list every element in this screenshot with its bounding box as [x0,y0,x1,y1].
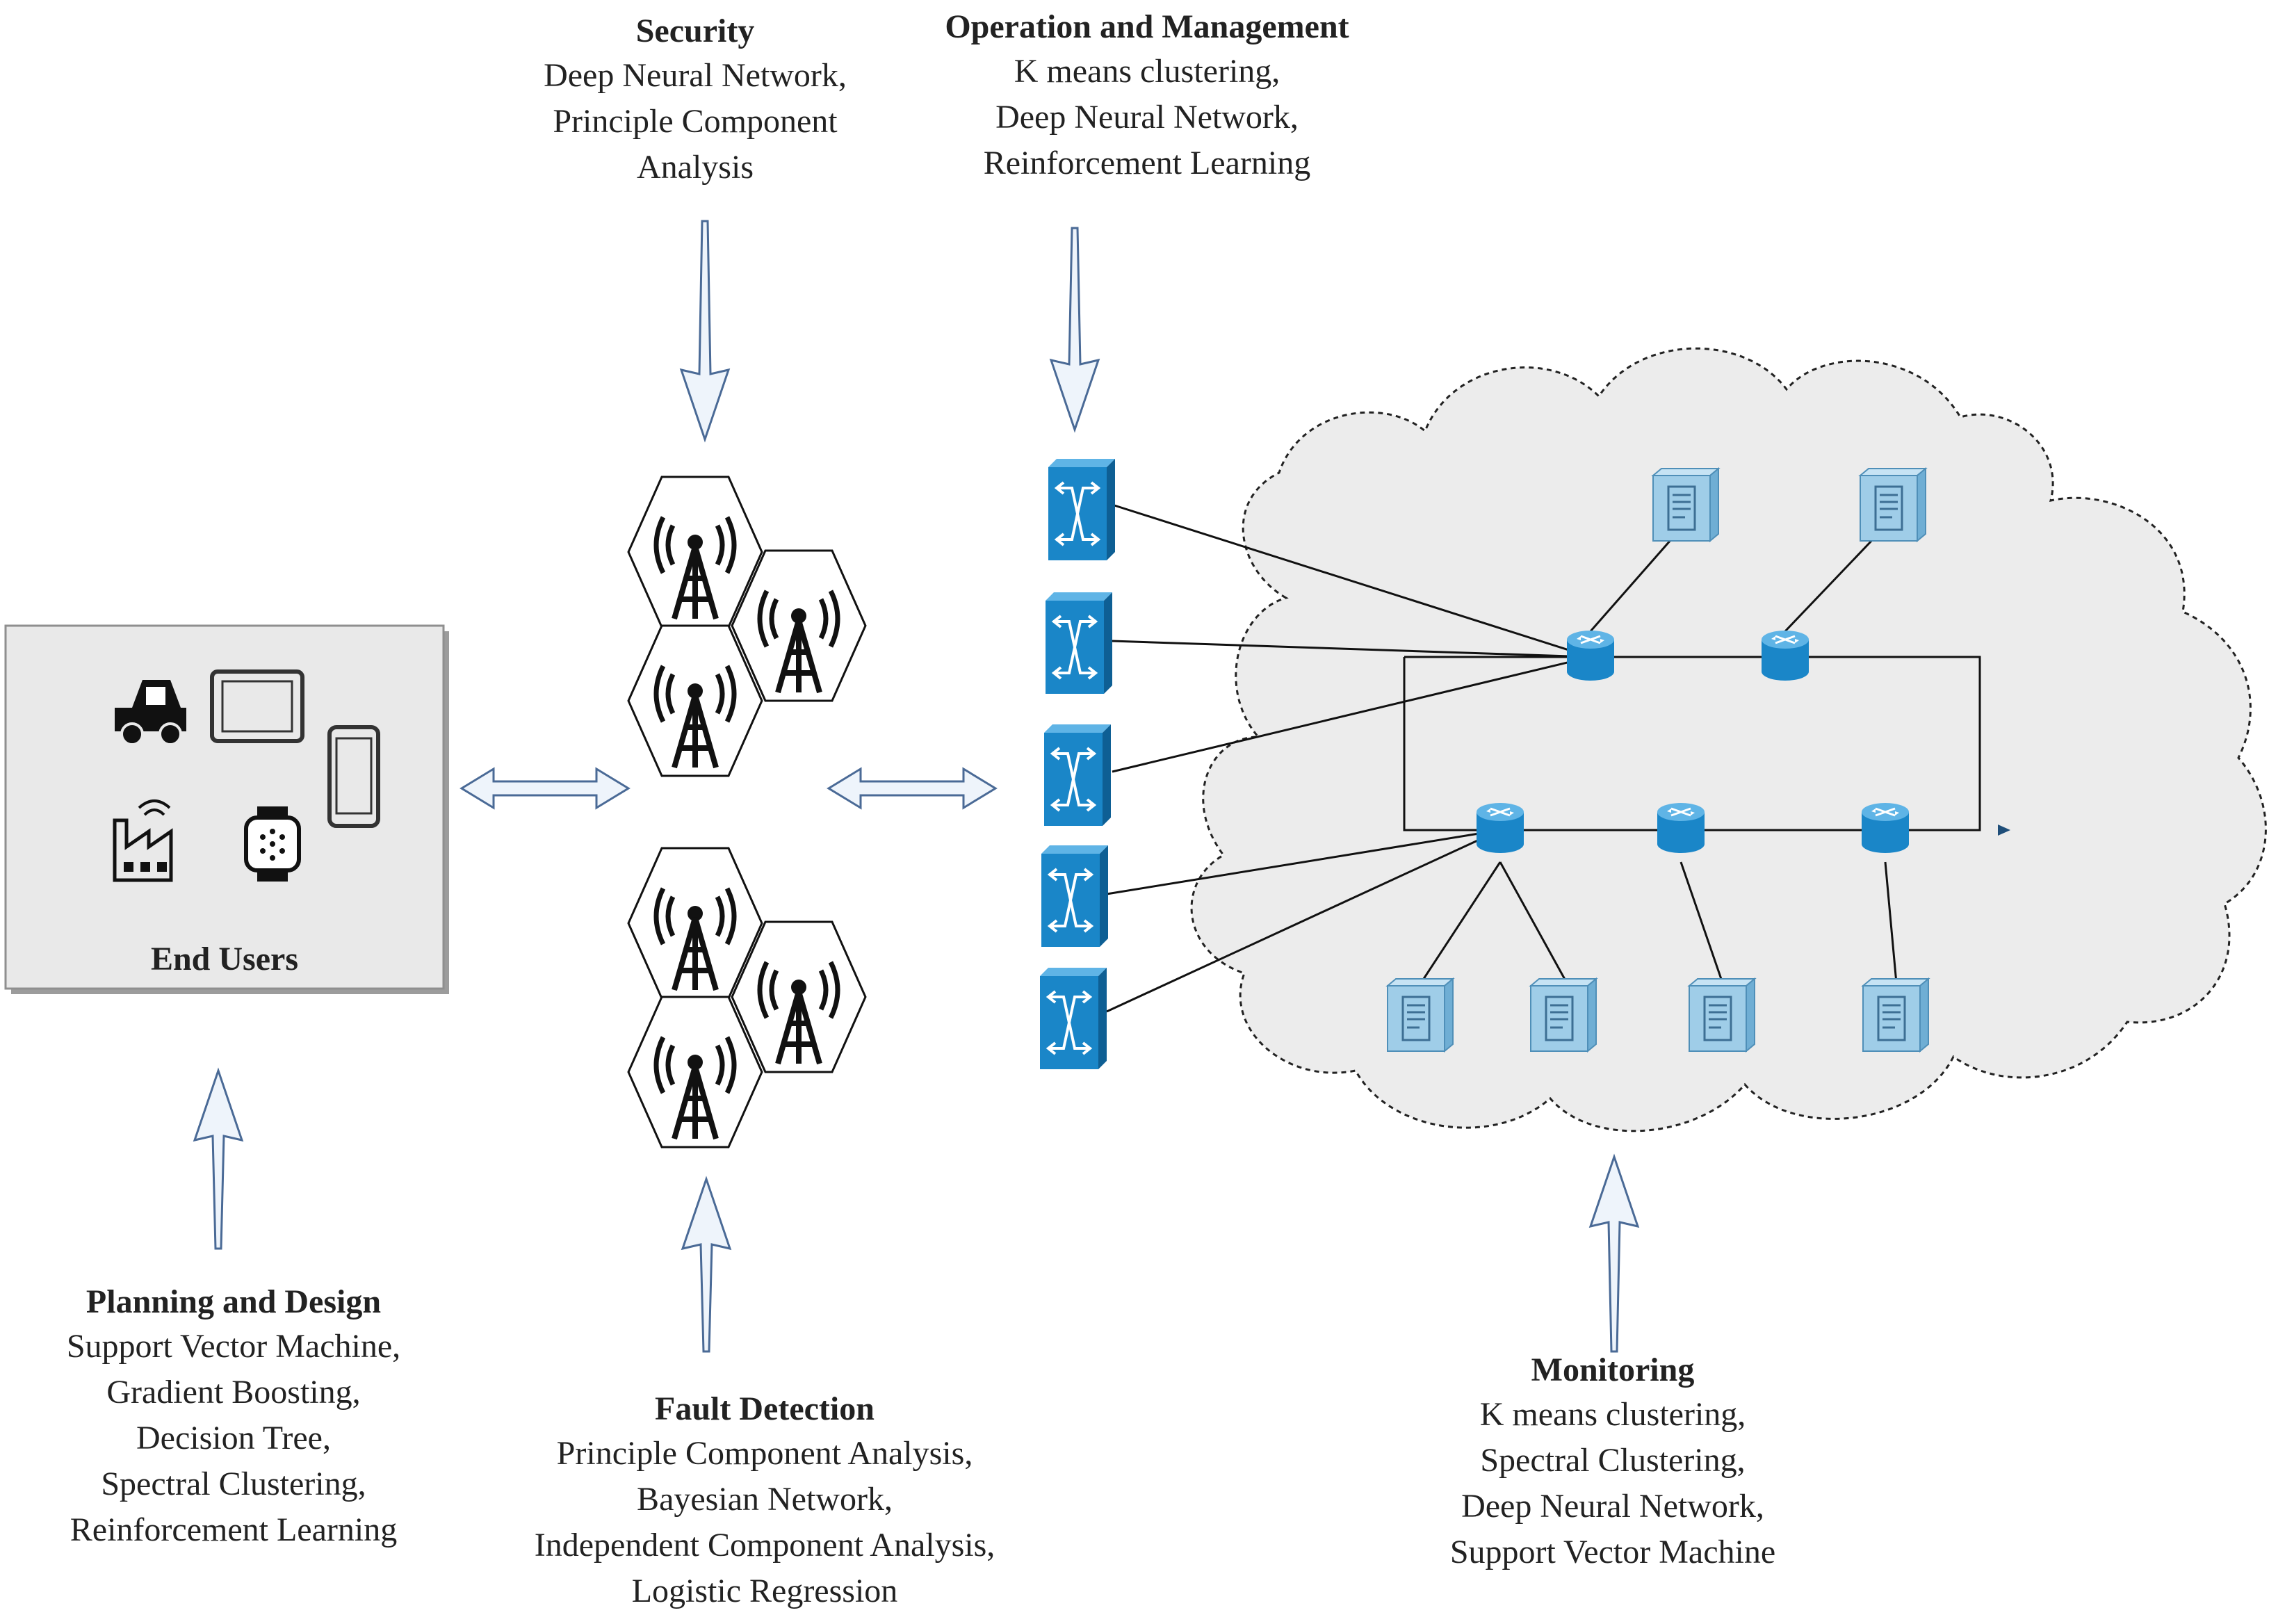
monitoring-block: Monitoring K means clustering, Spectral … [1349,1349,1877,1575]
router-icon [1565,629,1616,682]
arrow-operation [1049,227,1100,433]
monitoring-line: Support Vector Machine [1449,1534,1776,1570]
smartwatch-icon [244,806,301,882]
switch-icon [1039,966,1108,1071]
security-block: Security Deep Neural Network, Principle … [452,10,938,190]
fault-detection-line: Logistic Regression [631,1573,898,1609]
monitoring-line: Deep Neural Network, [1461,1488,1764,1525]
server-icon [1688,977,1756,1053]
planning-line: Reinforcement Learning [70,1511,398,1548]
base-station-cluster-bottom [627,847,867,1148]
switch-icon [1040,844,1109,948]
arrow-fault [681,1176,732,1353]
planning-line: Decision Tree, [136,1420,331,1456]
operation-line: K means clustering, [1014,53,1280,90]
server-links [1420,538,1898,984]
arrow-security [679,220,731,443]
core-network-cloud [1190,347,2267,1132]
end-users-label: End Users [150,941,299,977]
server-icon [1862,977,1930,1053]
router-icon [1760,629,1810,682]
security-line: Deep Neural Network, [544,57,847,94]
planning-line: Spectral Clustering, [101,1465,366,1502]
switch-links [1106,503,1591,1013]
operation-title: Operation and Management [945,8,1349,45]
server-icon [1859,467,1927,542]
switch-icon [1043,723,1112,827]
monitoring-title: Monitoring [1531,1351,1695,1388]
double-arrow-users-stations [460,767,631,810]
server-icon [1529,977,1597,1053]
security-title: Security [635,13,755,49]
operation-line: Deep Neural Network, [995,99,1299,136]
planning-line: Support Vector Machine, [66,1328,401,1365]
tablet-icon [210,669,304,743]
planning-title: Planning and Design [86,1283,382,1320]
fault-detection-line: Bayesian Network, [637,1481,893,1518]
switch-icon [1044,591,1114,695]
router-icon [1475,802,1525,854]
fault-detection-block: Fault Detection Principle Component Anal… [473,1388,1057,1614]
monitoring-line: Spectral Clustering, [1480,1442,1746,1479]
base-station-cluster-top [627,476,867,777]
factory-icon [113,799,173,882]
security-line: Principle Component [553,103,838,140]
arrow-planning [193,1067,244,1250]
switch-stack[interactable] [1039,457,1116,1071]
security-line: Analysis [637,149,754,186]
fault-detection-line: Independent Component Analysis, [534,1527,995,1564]
router-icon [1656,802,1706,854]
server-icon [1386,977,1454,1053]
monitoring-line: K means clustering, [1479,1396,1746,1433]
double-arrow-stations-core [827,767,998,810]
planning-line: Gradient Boosting, [106,1374,361,1411]
operation-block: Operation and Management K means cluster… [855,6,1439,186]
router-icon [1860,802,1910,854]
phone-icon [327,725,380,828]
arrow-monitoring [1588,1153,1640,1353]
fault-detection-line: Principle Component Analysis, [556,1435,973,1472]
planning-block: Planning and Design Support Vector Machi… [0,1281,467,1553]
car-icon [115,680,186,746]
fault-detection-title: Fault Detection [655,1390,875,1427]
server-icon [1652,467,1720,542]
switch-icon [1047,457,1116,562]
operation-line: Reinforcement Learning [983,145,1311,181]
